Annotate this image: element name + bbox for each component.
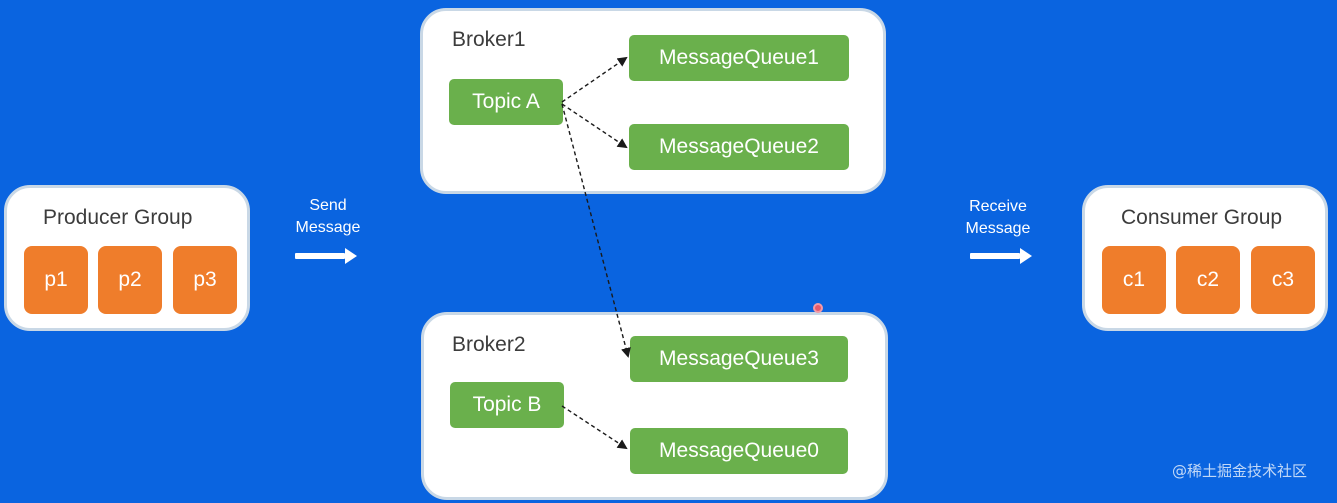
broker2-panel: Broker2 Topic B MessageQueue3 MessageQue… — [421, 312, 888, 500]
broker1-topic: Topic A — [449, 79, 563, 125]
consumer-group-panel: Consumer Group c1 c2 c3 — [1082, 185, 1328, 331]
broker2-queue-0: MessageQueue0 — [630, 428, 848, 474]
receive-label-line2: Message — [965, 220, 1031, 237]
link-topic-b-queue0 — [561, 405, 628, 450]
receive-message-label: Receive Message — [958, 196, 1038, 240]
producer-p1: p1 — [24, 246, 88, 314]
consumer-c1: c1 — [1102, 246, 1166, 314]
consumer-c2: c2 — [1176, 246, 1240, 314]
broker2-queue-3: MessageQueue3 — [630, 336, 848, 382]
producer-p3: p3 — [173, 246, 237, 314]
receive-arrow-head-icon — [1020, 248, 1032, 264]
watermark: @稀土掘金技术社区 — [1171, 462, 1307, 480]
producer-group-title: Producer Group — [43, 206, 193, 229]
broker1-queue-2: MessageQueue2 — [629, 124, 849, 170]
send-label-line2: Message — [295, 219, 361, 236]
send-label-line1: Send — [309, 197, 347, 214]
link-topic-a-queue1 — [561, 56, 628, 103]
broker2-topic: Topic B — [450, 382, 564, 428]
producer-group-panel: Producer Group p1 p2 p3 — [4, 185, 250, 331]
send-message-label: Send Message — [290, 195, 366, 239]
receive-label-line1: Receive — [969, 198, 1027, 215]
send-arrow-shaft — [295, 253, 345, 259]
consumer-c3: c3 — [1251, 246, 1315, 314]
producer-p2: p2 — [98, 246, 162, 314]
pointer-dot-icon — [813, 303, 823, 313]
broker1-queue-1: MessageQueue1 — [629, 35, 849, 81]
broker1-panel: Broker1 Topic A MessageQueue1 MessageQue… — [420, 8, 886, 194]
send-arrow-head-icon — [345, 248, 357, 264]
link-topic-a-queue2 — [561, 103, 628, 149]
broker1-title: Broker1 — [452, 28, 526, 51]
consumer-group-title: Consumer Group — [1121, 206, 1283, 229]
receive-arrow-shaft — [970, 253, 1020, 259]
link-topic-a-queue3 — [561, 103, 631, 358]
broker2-title: Broker2 — [452, 333, 526, 356]
